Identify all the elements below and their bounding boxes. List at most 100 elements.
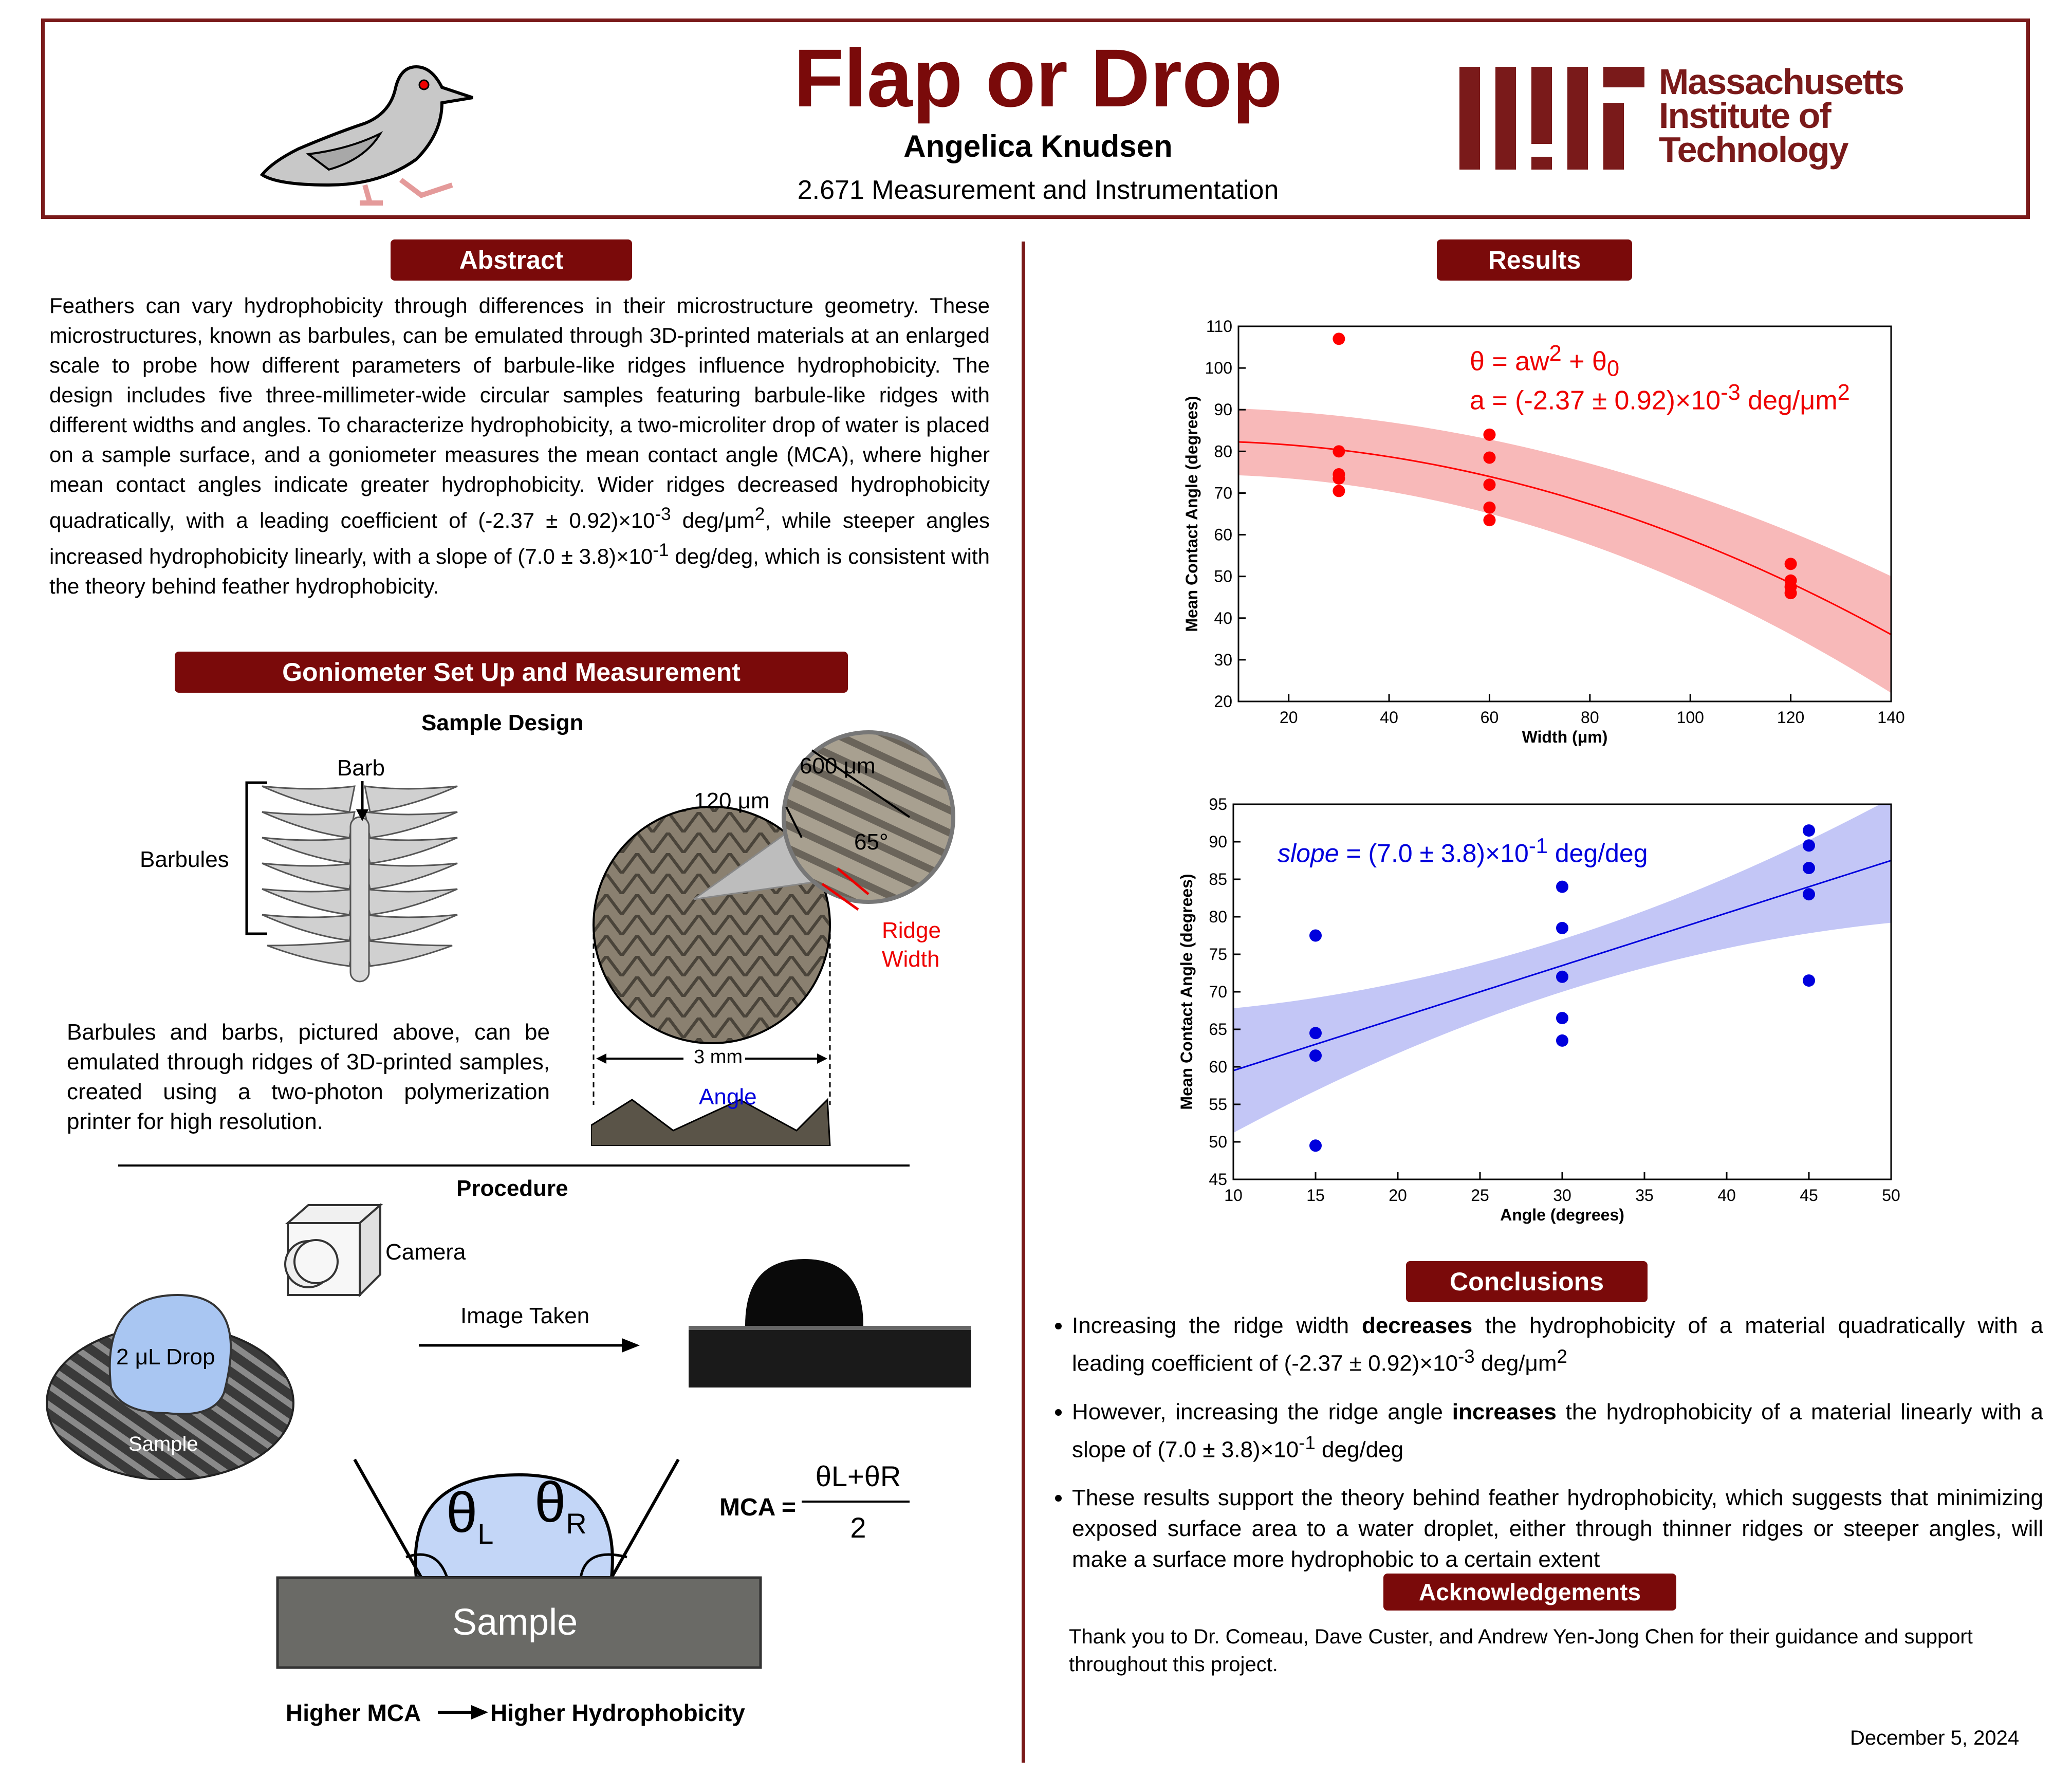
x-tick-label: 20 <box>1280 708 1298 727</box>
x-tick-label: 25 <box>1471 1186 1489 1205</box>
sample-big-label: Sample <box>452 1602 578 1643</box>
x-tick-label: 120 <box>1777 708 1804 727</box>
data-point <box>1483 501 1496 514</box>
results-heading: Results <box>1437 239 1632 281</box>
barbules-bracket <box>245 781 267 935</box>
x-tick-label: 10 <box>1224 1186 1243 1205</box>
x-axis-label: Width (μm) <box>1522 728 1608 746</box>
width-label: Width <box>882 947 940 972</box>
data-point <box>1309 1049 1322 1062</box>
conclusion-item: However, increasing the ridge angle incr… <box>1072 1397 2043 1466</box>
sample-caption: Barbules and barbs, pictured above, can … <box>67 1020 550 1134</box>
barb-label: Barb <box>337 755 385 781</box>
y-tick-label: 20 <box>1214 692 1232 711</box>
mca-fraction-bar <box>802 1501 910 1503</box>
y-tick-label: 80 <box>1209 908 1227 926</box>
y-tick-label: 60 <box>1209 1058 1227 1076</box>
sample-design-title: Sample Design <box>421 710 584 735</box>
x-tick-label: 50 <box>1882 1186 1900 1205</box>
mca-numerator: θL+θR <box>815 1460 901 1492</box>
feather-diagram <box>262 785 458 983</box>
camera-label: Camera <box>385 1239 466 1265</box>
data-point <box>1309 929 1322 942</box>
column-divider <box>1022 242 1025 1763</box>
chart1-annotation-eq: θ = aw2 + θ0 <box>1470 341 1620 381</box>
data-point <box>1803 862 1815 875</box>
pigeon-icon <box>260 65 473 206</box>
procedure-title: Procedure <box>456 1176 568 1201</box>
author-name: Angelica Knudsen <box>903 129 1173 163</box>
abstract-heading: Abstract <box>391 239 632 281</box>
fit-line <box>1238 441 1892 636</box>
mca-denominator: 2 <box>850 1511 866 1544</box>
x-tick-label: 45 <box>1800 1186 1818 1205</box>
drop-photo <box>689 1259 971 1387</box>
image-taken-label: Image Taken <box>460 1303 590 1328</box>
y-tick-label: 90 <box>1209 832 1227 851</box>
y-tick-label: 45 <box>1209 1170 1227 1189</box>
acknowledgements-text: Thank you to Dr. Comeau, Dave Custer, an… <box>1069 1625 1973 1676</box>
y-tick-label: 90 <box>1214 400 1232 419</box>
data-point <box>1556 880 1568 893</box>
y-tick-label: 85 <box>1209 870 1227 889</box>
conclusions-list: Increasing the ridge width decreases the… <box>1041 1310 2043 1593</box>
angle-label: Angle <box>699 1084 757 1109</box>
chart1-annotation-coef: a = (-2.37 ± 0.92)×10-3 deg/μm2 <box>1470 380 1850 416</box>
data-point <box>1803 824 1815 837</box>
mit-logo-icon <box>1459 67 1644 170</box>
y-tick-label: 70 <box>1209 983 1227 1001</box>
data-point <box>1333 445 1345 458</box>
data-point <box>1803 974 1815 987</box>
sample-small-label: Sample <box>128 1433 198 1455</box>
mit-logo <box>1459 67 1644 172</box>
x-tick-label: 35 <box>1635 1186 1654 1205</box>
conclusions-heading: Conclusions <box>1406 1261 1648 1302</box>
fit-line <box>1233 860 1892 1071</box>
data-point <box>1483 428 1496 441</box>
mit-line1: Massachusetts <box>1659 62 1904 102</box>
y-tick-label: 50 <box>1209 1133 1227 1151</box>
y-tick-label: 60 <box>1214 526 1232 544</box>
ridge-label: Ridge <box>882 918 941 943</box>
header-frame <box>41 18 2030 219</box>
image-taken-arrow-icon <box>419 1338 640 1353</box>
mit-line2: Institute of <box>1659 96 1831 136</box>
course-name: 2.671 Measurement and Instrumentation <box>797 175 1279 205</box>
y-axis-label: Mean Contact Angle (degrees) <box>1182 396 1201 632</box>
data-point <box>1333 472 1345 485</box>
data-point <box>1309 1139 1322 1152</box>
dim-120-label: 120 μm <box>694 788 770 813</box>
data-point <box>1784 558 1797 570</box>
x-tick-label: 15 <box>1306 1186 1325 1205</box>
dim-600-label: 600 μm <box>800 753 876 779</box>
theta-right: θR <box>534 1471 587 1540</box>
y-tick-label: 80 <box>1214 442 1232 460</box>
y-tick-label: 55 <box>1209 1095 1227 1114</box>
higher-mca-label: Higher MCA <box>286 1699 421 1726</box>
poster-title: Flap or Drop <box>793 32 1283 124</box>
implies-arrow-icon <box>438 1705 488 1719</box>
angle-65-label: 65° <box>854 829 889 855</box>
y-axis-label: Mean Contact Angle (degrees) <box>1177 874 1196 1109</box>
theta-left: θL <box>446 1481 494 1550</box>
contact-angle-diagram <box>276 1458 762 1669</box>
abstract-text: Feathers can vary hydrophobicity through… <box>49 293 990 598</box>
poster-date: December 5, 2024 <box>1850 1727 2020 1749</box>
data-point <box>1556 1034 1568 1047</box>
data-point <box>1784 587 1797 600</box>
x-tick-label: 20 <box>1389 1186 1407 1205</box>
conclusion-item: These results support the theory behind … <box>1072 1483 2043 1575</box>
y-tick-label: 95 <box>1209 795 1227 813</box>
data-point <box>1333 332 1345 345</box>
data-point <box>1483 478 1496 491</box>
y-tick-label: 40 <box>1214 609 1232 627</box>
x-tick-label: 40 <box>1717 1186 1736 1205</box>
drop-label: 2 μL Drop <box>116 1344 215 1370</box>
y-tick-label: 70 <box>1214 484 1232 502</box>
conclusion-item: Increasing the ridge width decreases the… <box>1072 1310 2043 1379</box>
camera-icon <box>284 1202 383 1298</box>
chart2-annotation: slope = (7.0 ± 3.8)×10-1 deg/deg <box>1278 834 1648 868</box>
y-tick-label: 65 <box>1209 1020 1227 1039</box>
